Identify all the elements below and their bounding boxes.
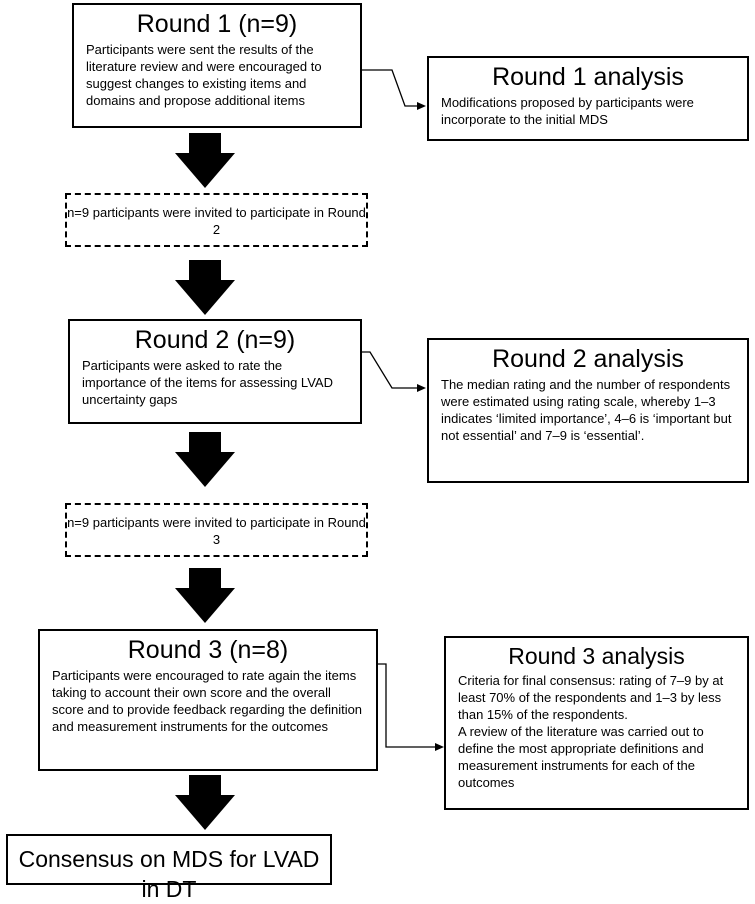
round3-analysis-title: Round 3 analysis	[508, 643, 685, 669]
round3-text: Participants were encouraged to rate aga…	[52, 668, 363, 734]
round2-analysis-box: Round 2 analysis The median rating and t…	[427, 338, 749, 483]
round1-title: Round 1 (n=9)	[136, 10, 298, 38]
round3-title: Round 3 (n=8)	[127, 636, 289, 664]
round3-analysis-box: Round 3 analysis Criteria for final cons…	[444, 636, 749, 810]
connector-round3-to-analysis	[378, 663, 436, 748]
round1-analysis-text: Modifications proposed by participants w…	[441, 95, 694, 127]
final-consensus-box: Consensus on MDS for LVAD in DT	[6, 834, 332, 902]
invite-round3-box: n=9 participants were invited to partici…	[65, 503, 368, 557]
connector-round2-to-analysis	[362, 351, 418, 389]
down-arrow-4	[175, 568, 235, 623]
round1-text: Participants were sent the results of th…	[86, 42, 322, 108]
down-arrow-2	[175, 260, 235, 315]
round2-title: Round 2 (n=9)	[134, 326, 296, 354]
connector-round1-to-analysis	[362, 69, 418, 107]
round2-text: Participants were asked to rate the impo…	[82, 358, 333, 407]
down-arrow-3	[175, 432, 235, 487]
final-consensus-text: Consensus on MDS for LVAD in DT	[18, 846, 320, 902]
down-arrow-5	[175, 775, 235, 830]
round2-analysis-title: Round 2 analysis	[492, 345, 684, 373]
invite-round2-text: n=9 participants were invited to partici…	[67, 205, 366, 237]
round2-analysis-text: The median rating and the number of resp…	[441, 377, 732, 443]
invite-round3-text: n=9 participants were invited to partici…	[67, 515, 366, 547]
round3-analysis-text-criteria: Criteria for final consensus: rating of …	[458, 673, 724, 722]
invite-round2-box: n=9 participants were invited to partici…	[65, 193, 368, 247]
round2-box: Round 2 (n=9) Participants were asked to…	[68, 319, 362, 424]
down-arrow-1	[175, 133, 235, 188]
round1-box: Round 1 (n=9) Participants were sent the…	[72, 3, 362, 128]
round1-analysis-box: Round 1 analysis Modifications proposed …	[427, 56, 749, 141]
round3-analysis-text-review: A review of the literature was carried o…	[458, 724, 704, 790]
round3-box: Round 3 (n=8) Participants were encourag…	[38, 629, 378, 771]
round1-analysis-title: Round 1 analysis	[492, 63, 684, 91]
